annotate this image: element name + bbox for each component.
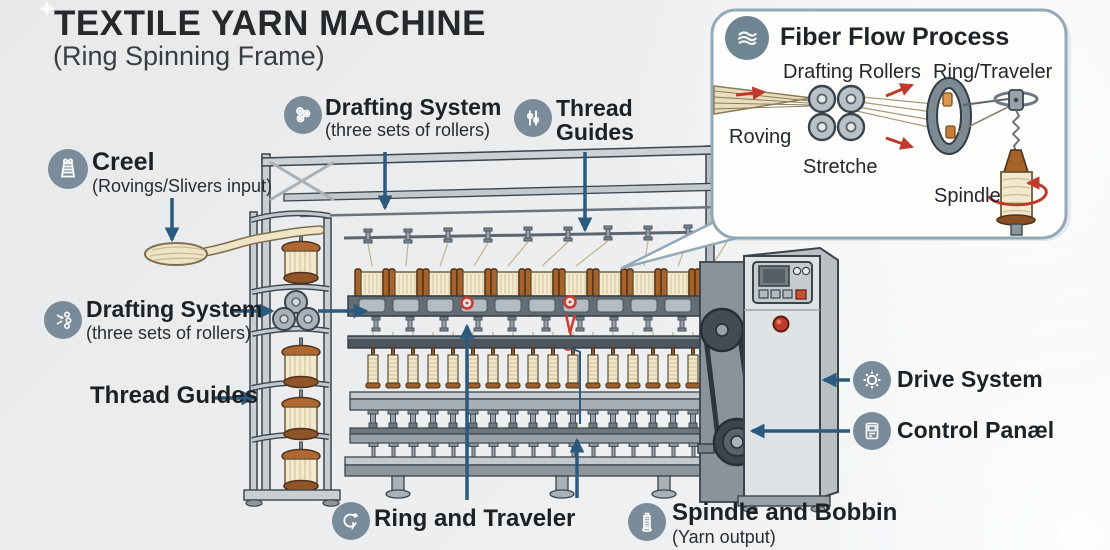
inset-spindle-art	[987, 149, 1048, 236]
inset-label-ring-traveler: Ring/Traveler	[933, 61, 1053, 83]
ring-traveler-label: Ring and Traveler	[374, 505, 576, 532]
page-subtitle: (Ring Spinning Frame)	[53, 41, 325, 71]
bobbin-stack-icon	[48, 149, 88, 189]
creel-label: Creel	[92, 148, 155, 176]
threads-upper	[367, 239, 729, 267]
thread-guides-icon	[514, 99, 552, 137]
ring-traveler-icon	[332, 502, 370, 540]
spindle-bobbin-bracket	[567, 346, 581, 424]
drafting-system-left-label: Drafting System	[86, 296, 263, 322]
inset-label-drafting-rollers: Drafting Rollers	[783, 61, 921, 83]
annotation-arrows	[164, 152, 850, 500]
inset-label-spindle: Spindle	[934, 185, 1001, 207]
inset-label-stretche: Stretche	[803, 156, 878, 178]
spindle-bobbin-label: Spindle and Bobbin	[672, 499, 898, 526]
thread-guides-top-label-line1: Thread	[556, 95, 633, 121]
page-title: TEXTILE YARN MACHINE	[54, 4, 486, 43]
sparkle-decorations	[38, 0, 1075, 538]
inset-panel	[620, 8, 1071, 270]
machine-frame	[261, 145, 769, 493]
creel-sublabel: (Rovings/Slivers input)	[92, 176, 273, 196]
creel-rack	[243, 210, 341, 507]
inset-label-roving: Roving	[729, 126, 792, 148]
spindle-bench	[344, 335, 778, 499]
inset-drafting-rollers-art	[807, 84, 866, 142]
machine-legs	[385, 475, 677, 499]
rollers-scatter-icon	[44, 301, 82, 339]
drafting-system-left-sublabel: (three sets of rollers)	[86, 323, 252, 343]
drive-system-label: Drive System	[897, 366, 1043, 392]
gear-icon	[853, 361, 891, 399]
fiber-flow-icon	[725, 16, 769, 60]
inset-ring-art	[926, 77, 1011, 155]
spindle-icon	[628, 503, 666, 541]
thread-guides-left-label: Thread Guides	[90, 382, 259, 409]
control-panel-icon	[853, 412, 891, 450]
spindle-bobbin-sublabel: (Yarn output)	[672, 527, 776, 547]
control-panel-label: Control Panæl	[897, 417, 1055, 443]
roving-sliver	[144, 225, 325, 266]
rollers-icon	[284, 96, 322, 134]
creel-drafting-rollers	[272, 290, 320, 331]
inset-title: Fiber Flow Process	[780, 23, 1010, 51]
control-cabinet	[737, 246, 839, 513]
drafting-system-top-sublabel: (three sets of rollers)	[325, 120, 491, 140]
drafting-rail	[347, 295, 775, 332]
thread-guides-top-label-line2: Guides	[556, 119, 634, 145]
inset-lappet-art	[993, 89, 1039, 153]
drafting-system-top-label: Drafting System	[325, 94, 502, 120]
inset-red-arrows	[735, 83, 914, 150]
